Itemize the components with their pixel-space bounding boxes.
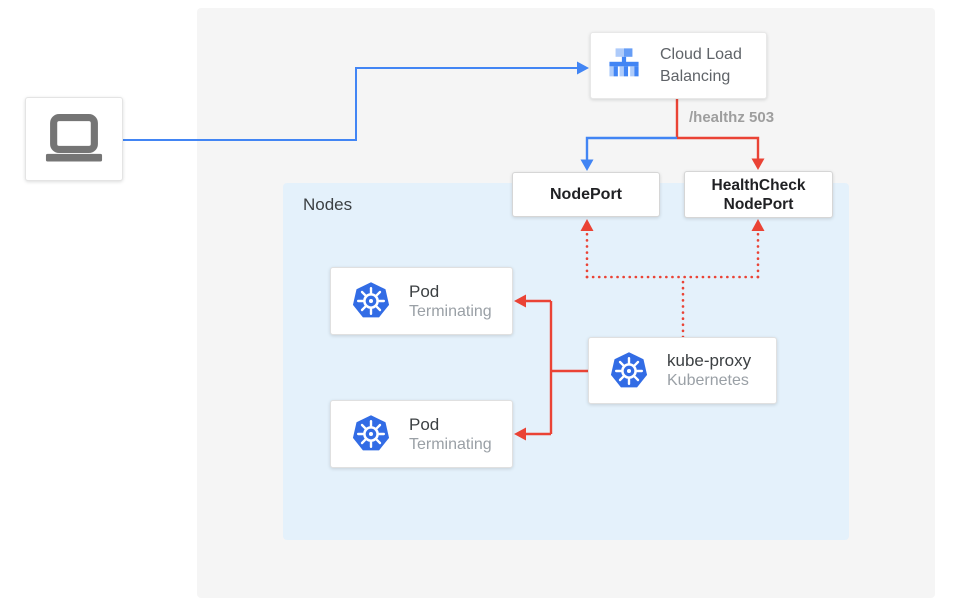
pod-title: Pod bbox=[409, 281, 440, 301]
cloud-load-balancing-box: Cloud Load Balancing bbox=[590, 32, 767, 99]
healthcheck-label-line1: HealthCheck bbox=[711, 176, 806, 194]
cloud-load-balancing-icon bbox=[609, 47, 639, 76]
laptop-icon bbox=[45, 113, 103, 162]
kube-proxy-subtitle: Kubernetes bbox=[667, 372, 749, 389]
kubernetes-icon bbox=[610, 351, 648, 387]
pod-status: Terminating bbox=[409, 302, 492, 320]
pod-terminating-box-2: Pod Terminating bbox=[330, 400, 513, 468]
nodeport-box: NodePort bbox=[512, 172, 660, 217]
pod-title: Pod bbox=[409, 414, 440, 434]
cloud-load-balancing-label: Cloud Load Balancing bbox=[660, 45, 742, 85]
pod-status: Terminating bbox=[409, 435, 492, 453]
nodeport-label: NodePort bbox=[550, 185, 622, 203]
client-laptop-box bbox=[25, 97, 123, 181]
healthcheck-nodeport-box: HealthCheck NodePort bbox=[684, 171, 833, 218]
nodes-label: Nodes bbox=[303, 195, 353, 214]
kubernetes-icon bbox=[352, 282, 390, 318]
healthcheck-label-line2: NodePort bbox=[723, 195, 794, 213]
pod-terminating-box-1: Pod Terminating bbox=[330, 267, 513, 335]
kube-proxy-title: kube-proxy bbox=[667, 351, 752, 370]
kubernetes-icon bbox=[352, 415, 390, 451]
kube-proxy-box: kube-proxy Kubernetes bbox=[588, 337, 777, 404]
healthz-503-label: /healthz 503 bbox=[689, 109, 775, 126]
